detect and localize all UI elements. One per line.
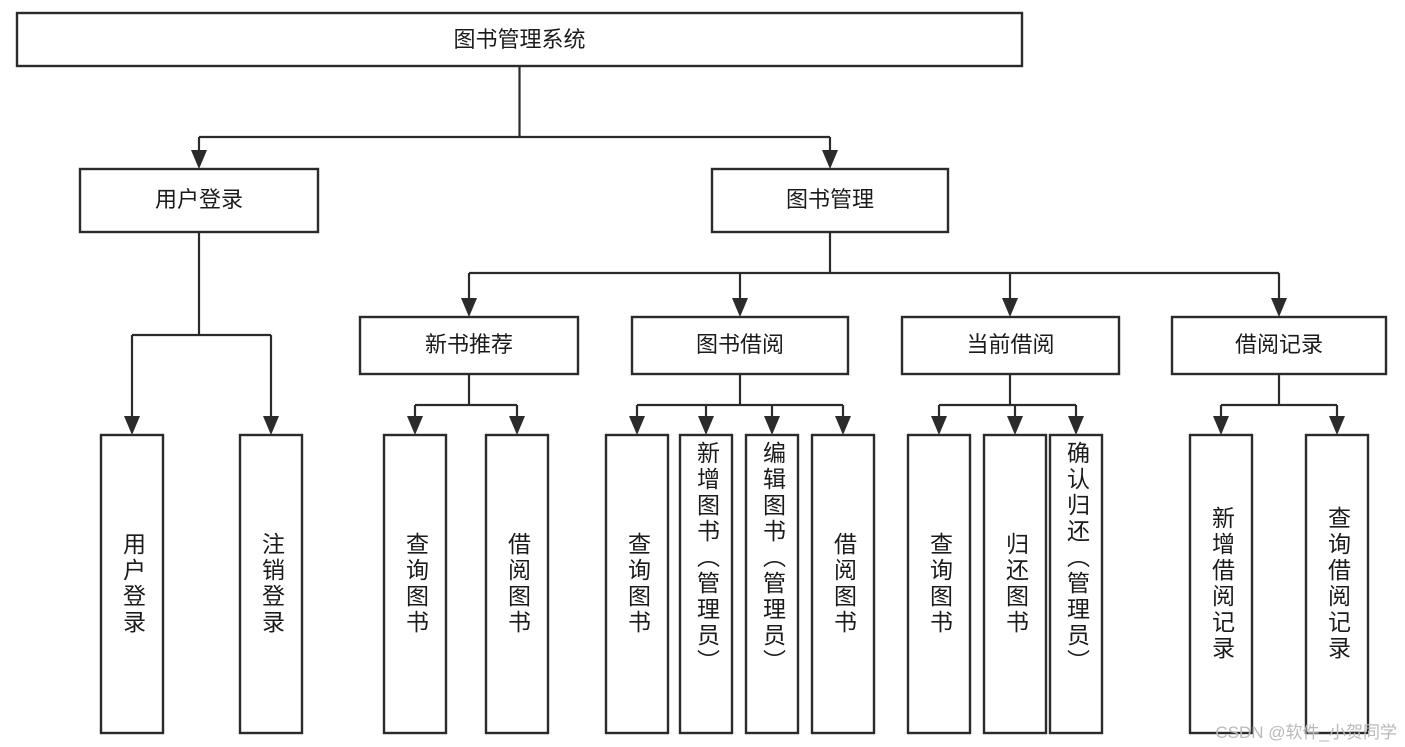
node-leaf-query-book-3-label: 查询图书 xyxy=(926,532,953,636)
node-leaf-logout-label-wrap: 注销登录 xyxy=(240,435,302,733)
edge-group-book-borrow-to-leaves xyxy=(629,374,851,435)
arrow-head-icon xyxy=(1068,416,1084,435)
node-leaf-add-record-label-wrap: 新增借阅记录 xyxy=(1190,435,1252,733)
node-leaf-user-login-label-wrap: 用户登录 xyxy=(101,435,163,733)
node-leaf-query-book-3-label-wrap: 查询图书 xyxy=(908,435,970,733)
node-root[interactable]: 图书管理系统 xyxy=(15,11,1024,68)
node-leaf-borrow-book-1-label-wrap: 借阅图书 xyxy=(486,435,548,733)
arrow-head-icon xyxy=(732,298,748,317)
node-leaf-edit-book-label-wrap: 编辑图书（管理员） xyxy=(746,435,798,733)
node-leaf-edit-book-label: 编辑图书（管理员） xyxy=(759,441,786,675)
edge-group-new-book-rec-to-leaves xyxy=(407,374,525,435)
arrow-head-icon xyxy=(509,416,525,435)
node-book-borrow-box[interactable] xyxy=(630,315,850,376)
arrow-head-icon xyxy=(1007,416,1023,435)
arrow-head-icon xyxy=(407,416,423,435)
node-leaf-query-book-2[interactable] xyxy=(604,433,670,735)
node-leaf-add-record[interactable] xyxy=(1188,433,1254,735)
arrow-head-icon xyxy=(124,416,140,435)
node-leaf-confirm-return-box[interactable] xyxy=(1048,433,1104,735)
node-book-borrow-label: 图书借阅 xyxy=(696,332,784,357)
node-new-book-rec-label: 新书推荐 xyxy=(425,332,513,357)
arrow-head-icon xyxy=(629,416,645,435)
node-leaf-return-book-box[interactable] xyxy=(982,433,1048,735)
node-current-borrow-label: 当前借阅 xyxy=(966,332,1054,357)
node-leaf-add-record-label: 新增借阅记录 xyxy=(1208,506,1235,662)
node-leaf-query-book-1-label: 查询图书 xyxy=(402,532,429,636)
edge-group-current-borrow-to-leaves xyxy=(931,374,1084,435)
node-leaf-query-book-2-label-wrap: 查询图书 xyxy=(606,435,668,733)
node-leaf-return-book-label: 归还图书 xyxy=(1002,532,1029,636)
node-leaf-query-book-2-label: 查询图书 xyxy=(624,532,651,636)
node-root-label: 图书管理系统 xyxy=(453,27,585,52)
arrow-head-icon xyxy=(1002,298,1018,317)
node-new-book-rec-box[interactable] xyxy=(358,315,580,376)
node-leaf-return-book-label-wrap: 归还图书 xyxy=(984,435,1046,733)
node-leaf-user-login[interactable] xyxy=(99,433,165,735)
arrow-head-icon xyxy=(1213,416,1229,435)
node-borrow-record-label: 借阅记录 xyxy=(1235,332,1323,357)
node-leaf-borrow-book-2[interactable] xyxy=(810,433,876,735)
node-leaf-add-book[interactable] xyxy=(678,433,734,735)
node-leaf-return-book[interactable] xyxy=(982,433,1048,735)
edge-group-book-manage-to-level3 xyxy=(461,232,1287,317)
node-leaf-confirm-return-label-wrap: 确认归还（管理员） xyxy=(1050,435,1102,733)
edge-group-borrow-record-to-leaves xyxy=(1213,374,1345,435)
node-leaf-query-book-3[interactable] xyxy=(906,433,972,735)
node-leaf-add-book-label-wrap: 新增图书（管理员） xyxy=(680,435,732,733)
node-current-borrow-box[interactable] xyxy=(900,315,1121,376)
node-leaf-query-record-box[interactable] xyxy=(1304,433,1370,735)
node-leaf-query-record[interactable] xyxy=(1304,433,1370,735)
arrow-head-icon xyxy=(835,416,851,435)
arrow-head-icon xyxy=(764,416,780,435)
node-root-box[interactable] xyxy=(15,11,1024,68)
arrow-head-icon xyxy=(822,150,838,169)
node-leaf-borrow-book-1-label: 借阅图书 xyxy=(504,532,531,636)
node-new-book-rec[interactable]: 新书推荐 xyxy=(358,315,580,376)
arrow-head-icon xyxy=(931,416,947,435)
node-user-login-box[interactable] xyxy=(78,167,320,234)
node-leaf-logout-box[interactable] xyxy=(238,433,304,735)
node-leaf-add-book-label: 新增图书（管理员） xyxy=(693,441,720,675)
node-leaf-borrow-book-2-label: 借阅图书 xyxy=(830,532,857,636)
node-current-borrow[interactable]: 当前借阅 xyxy=(900,315,1121,376)
node-user-login-label: 用户登录 xyxy=(155,187,243,212)
node-leaf-user-login-label: 用户登录 xyxy=(119,532,146,636)
node-leaf-confirm-return[interactable] xyxy=(1048,433,1104,735)
node-leaf-add-book-box[interactable] xyxy=(678,433,734,735)
node-book-borrow[interactable]: 图书借阅 xyxy=(630,315,850,376)
node-leaf-query-book-1-box[interactable] xyxy=(382,433,448,735)
node-leaf-add-record-box[interactable] xyxy=(1188,433,1254,735)
arrow-head-icon xyxy=(191,150,207,169)
node-leaf-edit-book[interactable] xyxy=(744,433,800,735)
node-leaf-confirm-return-label: 确认归还（管理员） xyxy=(1063,441,1090,675)
arrow-head-icon xyxy=(698,416,714,435)
node-leaf-query-book-1[interactable] xyxy=(382,433,448,735)
node-leaf-logout[interactable] xyxy=(238,433,304,735)
node-borrow-record[interactable]: 借阅记录 xyxy=(1170,315,1388,376)
node-leaf-query-record-label: 查询借阅记录 xyxy=(1324,506,1351,662)
node-leaf-logout-label: 注销登录 xyxy=(258,532,285,636)
node-leaf-borrow-book-1-box[interactable] xyxy=(484,433,550,735)
node-leaf-user-login-box[interactable] xyxy=(99,433,165,735)
node-leaf-query-book-2-box[interactable] xyxy=(604,433,670,735)
arrow-head-icon xyxy=(263,416,279,435)
arrow-head-icon xyxy=(461,298,477,317)
node-book-manage-box[interactable] xyxy=(710,167,950,234)
node-leaf-query-record-label-wrap: 查询借阅记录 xyxy=(1306,435,1368,733)
arrow-head-icon xyxy=(1271,298,1287,317)
edge-group-user-login-to-leaves xyxy=(124,232,279,435)
node-leaf-query-book-1-label-wrap: 查询图书 xyxy=(384,435,446,733)
node-leaf-borrow-book-1[interactable] xyxy=(484,433,550,735)
node-user-login[interactable]: 用户登录 xyxy=(78,167,320,234)
node-book-manage[interactable]: 图书管理 xyxy=(710,167,950,234)
node-borrow-record-box[interactable] xyxy=(1170,315,1388,376)
node-leaf-query-book-3-box[interactable] xyxy=(906,433,972,735)
arrow-head-icon xyxy=(1329,416,1345,435)
edge-group-root-to-level2 xyxy=(191,66,838,169)
node-leaf-edit-book-box[interactable] xyxy=(744,433,800,735)
node-leaf-borrow-book-2-box[interactable] xyxy=(810,433,876,735)
node-leaf-borrow-book-2-label-wrap: 借阅图书 xyxy=(812,435,874,733)
node-book-manage-label: 图书管理 xyxy=(786,187,874,212)
